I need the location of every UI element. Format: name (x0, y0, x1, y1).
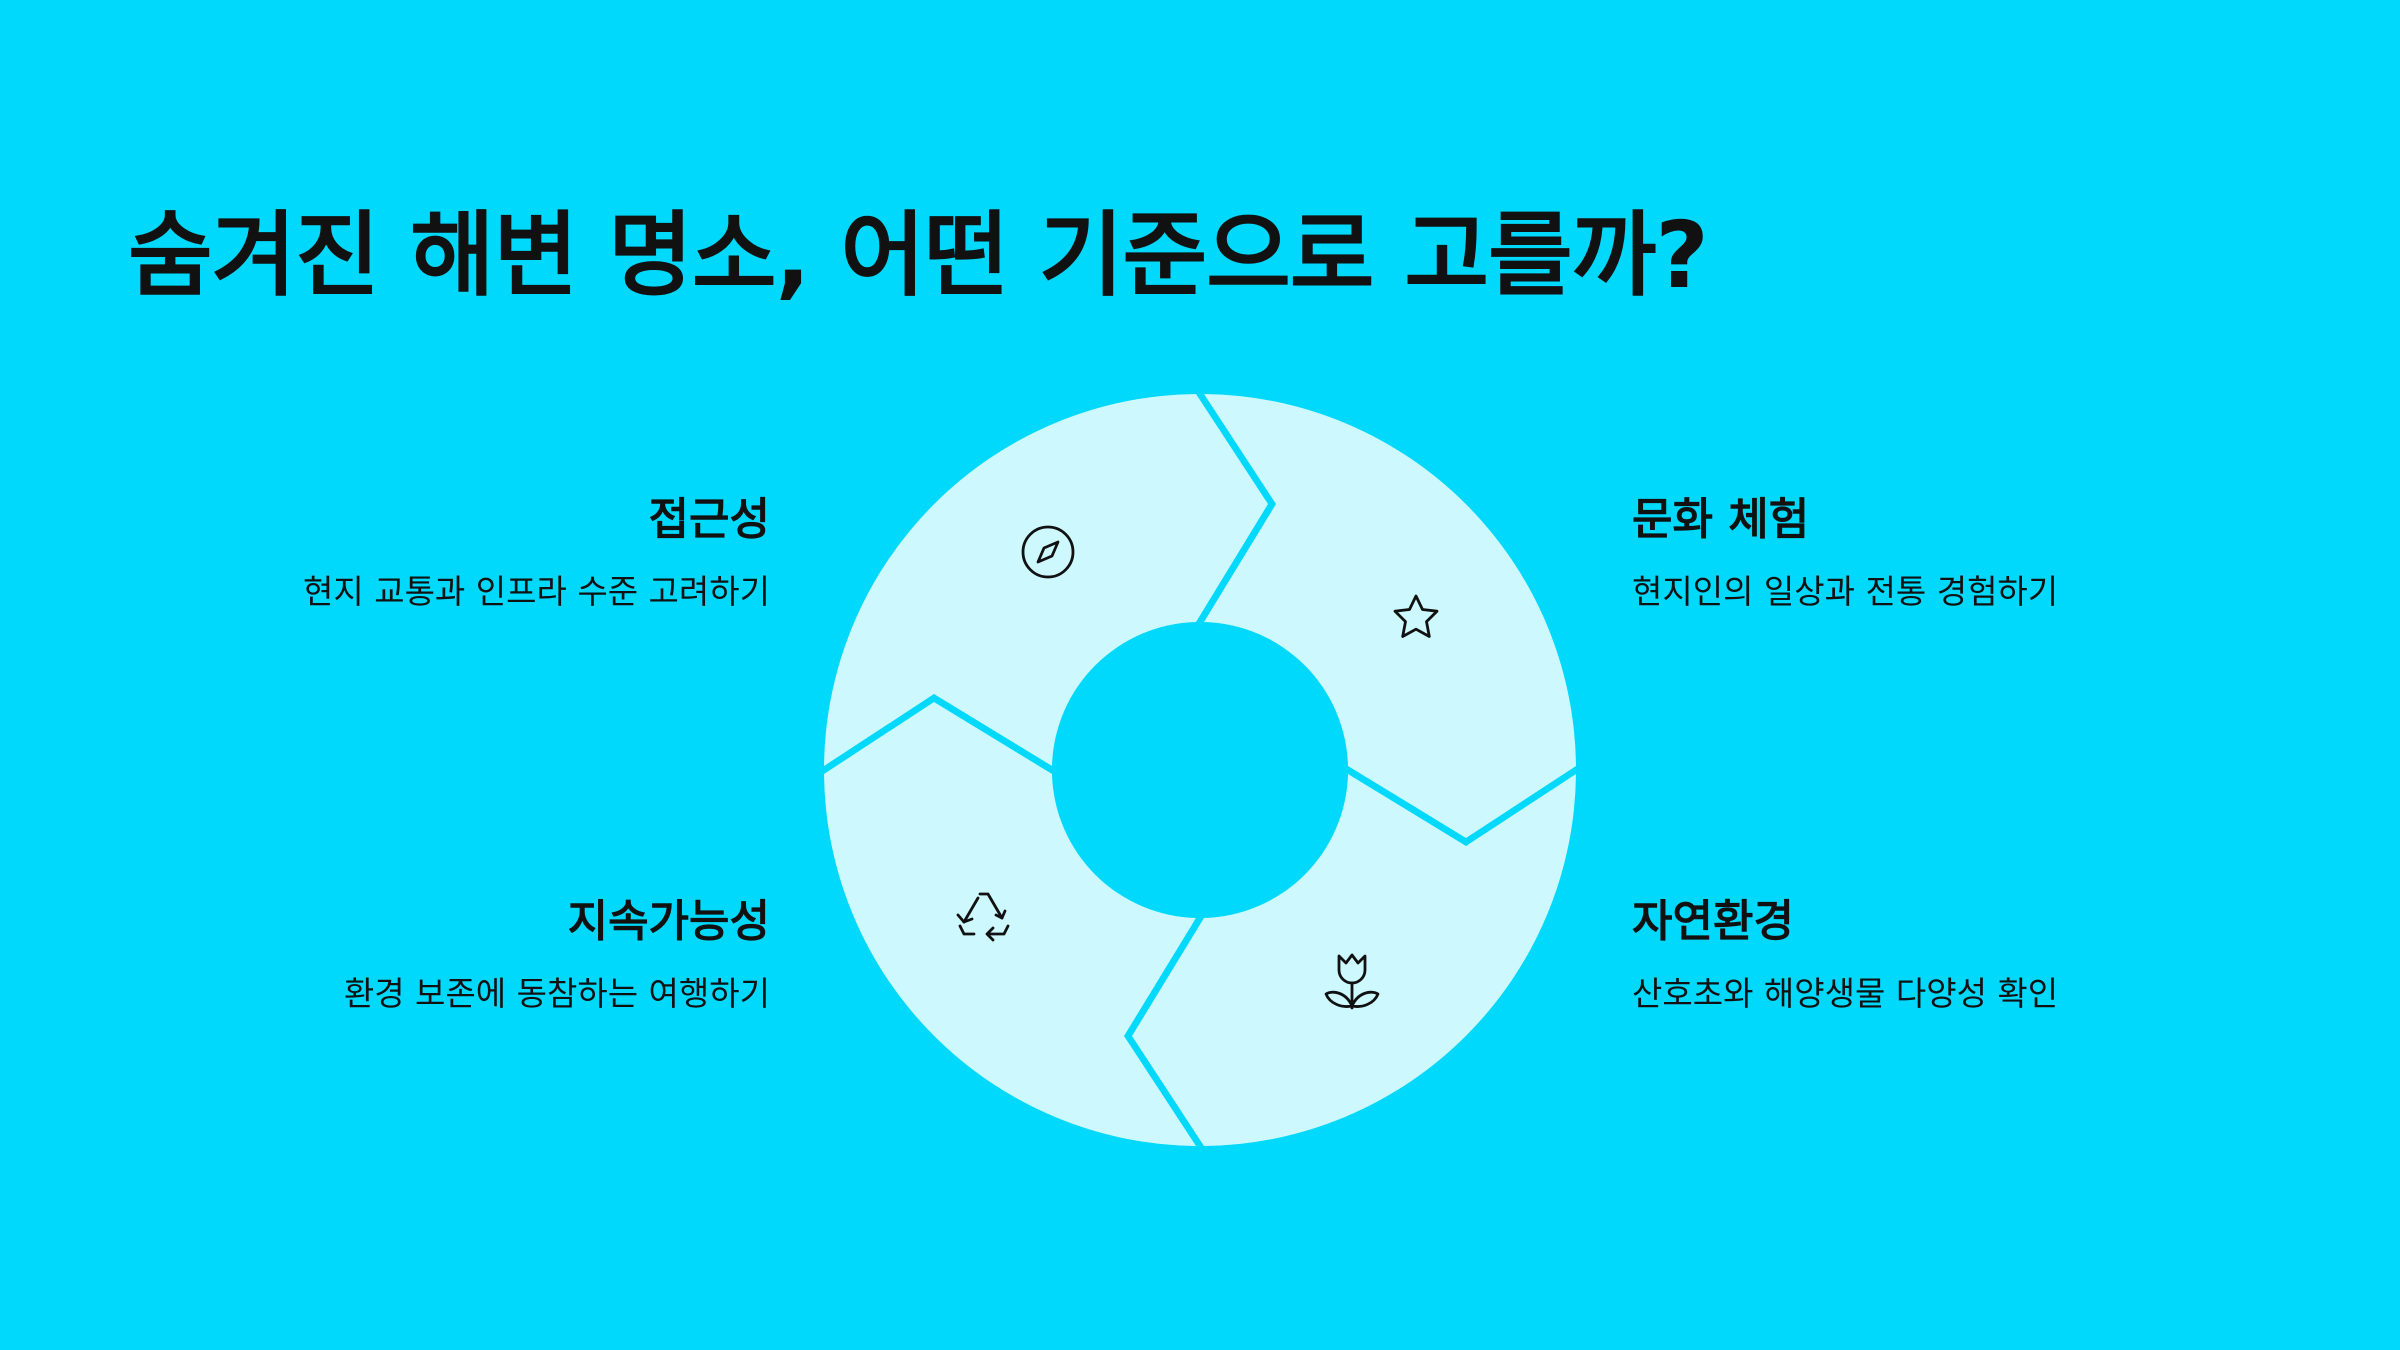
compass-icon (1021, 525, 1075, 579)
page-title: 숨겨진 해변 명소, 어떤 기준으로 고를까? (128, 202, 1709, 309)
ring-segment-sustainability (824, 394, 1268, 766)
criterion-title: 지속가능성 (567, 896, 770, 947)
criterion-access: 접근성 현지 교통과 인프라 수준 고려하기 (130, 490, 770, 616)
criterion-title: 문화 체험 (1632, 494, 1810, 545)
criterion-nature: 자연환경 산호초와 해양생물 다양성 확인 (1632, 892, 2272, 1018)
star-icon (1393, 594, 1439, 638)
criterion-description: 현지인의 일상과 전통 경험하기 (1632, 572, 2059, 611)
criterion-title: 자연환경 (1632, 896, 1794, 947)
cycle-diagram (824, 394, 1576, 1146)
ring-segment-access (1204, 394, 1576, 838)
criterion-sustainability: 지속가능성 환경 보존에 동참하는 여행하기 (130, 892, 770, 1018)
ring-segment-nature (824, 702, 1196, 1146)
criterion-description: 현지 교통과 인프라 수준 고려하기 (303, 572, 770, 611)
criterion-culture: 문화 체험 현지인의 일상과 전통 경험하기 (1632, 490, 2272, 616)
ring-segments (824, 394, 1576, 1146)
criterion-title: 접근성 (648, 494, 770, 545)
criterion-description: 산호초와 해양생물 다양성 확인 (1632, 974, 2059, 1013)
tulip-icon (1324, 953, 1380, 1010)
criterion-description: 환경 보존에 동참하는 여행하기 (343, 974, 770, 1013)
recycle-icon (956, 892, 1010, 942)
